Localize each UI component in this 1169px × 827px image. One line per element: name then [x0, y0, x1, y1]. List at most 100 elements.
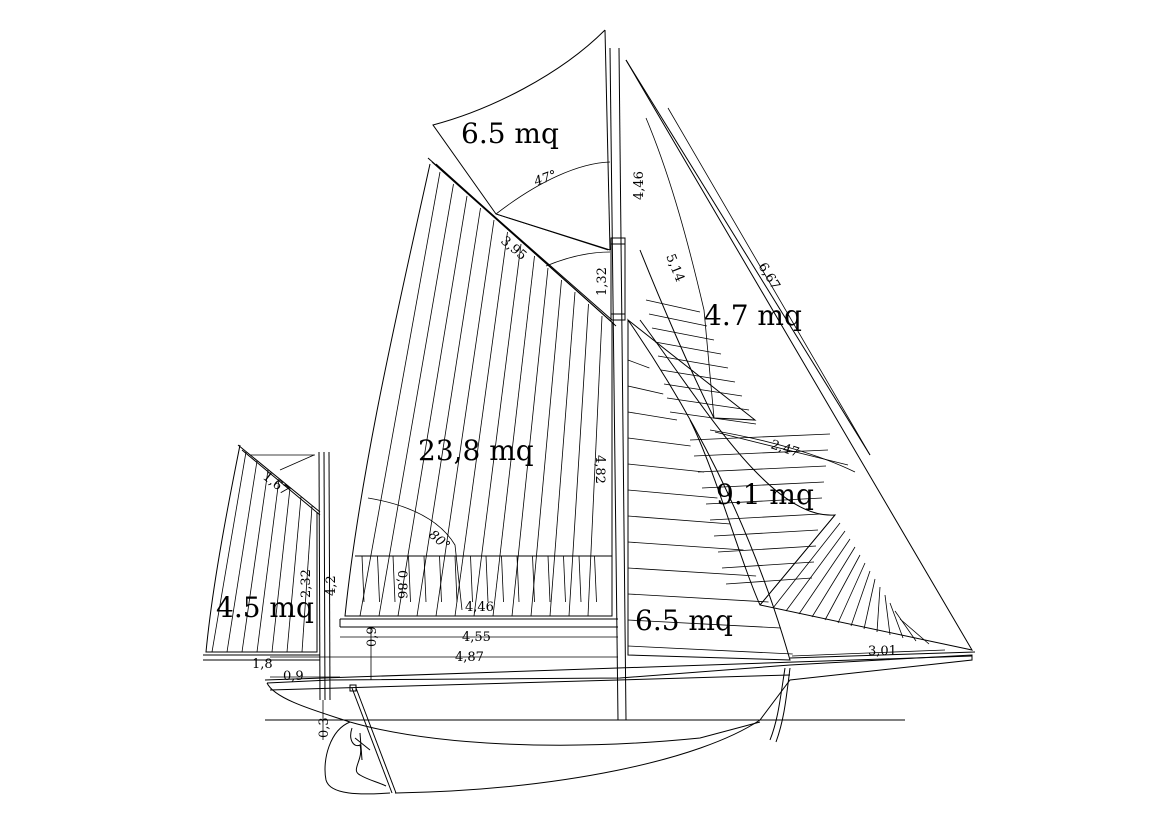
hatch-line — [301, 505, 313, 653]
jib — [625, 59, 974, 651]
hatch-line — [378, 183, 454, 617]
jib-foot-dimension: 2,47 — [769, 438, 801, 461]
hull — [264, 654, 973, 794]
hatch-line — [547, 555, 551, 603]
hatch-line — [713, 529, 819, 537]
hatch-line — [663, 383, 743, 397]
hatch-line — [894, 610, 917, 642]
hatch-line — [725, 577, 813, 585]
hatch-line — [530, 279, 562, 617]
hatch-line — [377, 555, 380, 603]
peak-angle-arc — [495, 161, 611, 267]
hatch-line — [798, 538, 851, 615]
hatch-line — [578, 555, 582, 603]
hatch-line — [408, 555, 411, 603]
rudder-dimension: 0,3 — [317, 717, 332, 738]
hatch-line — [594, 555, 597, 603]
topsail — [432, 29, 611, 251]
hatch-line — [454, 231, 508, 617]
hatch-line — [627, 463, 705, 473]
main-foot-inner-dimension: 4,46 — [465, 600, 494, 615]
main-length-dimension: 4,87 — [455, 650, 484, 665]
hatch-line — [549, 291, 576, 617]
hatch-line — [627, 385, 664, 395]
hatch-line — [397, 195, 468, 617]
hatch-line — [899, 618, 930, 645]
hatch-line — [689, 433, 831, 441]
hatch-line — [627, 593, 769, 603]
jib-area-label: 9.1 mq — [716, 478, 814, 511]
hatch-line — [568, 303, 589, 617]
mizzen-mast — [318, 451, 331, 701]
hatch-line — [863, 578, 876, 630]
hatch-line — [271, 487, 291, 653]
mizzen-foot-dimension: 1,8 — [252, 657, 273, 672]
topmast-dimension: 4,46 — [632, 171, 647, 200]
hatch-line — [811, 546, 856, 618]
hatch-line — [697, 465, 827, 473]
hatch-line — [454, 555, 458, 603]
mainsail-area-label: 23,8 mq — [418, 434, 534, 467]
hatch-line — [785, 530, 846, 612]
hatch-line — [627, 437, 691, 447]
topsail-area-label: 6.5 mq — [461, 117, 559, 150]
hatch-line — [286, 496, 302, 653]
mizzen-sail — [203, 444, 321, 661]
hatch-line — [705, 497, 823, 505]
staysail — [627, 318, 793, 661]
hatch-line — [884, 594, 891, 636]
hatch-line — [211, 451, 247, 653]
hatch-line — [435, 219, 495, 617]
hatch-line — [693, 449, 829, 457]
hatch-line — [470, 555, 473, 603]
hatch-line — [627, 489, 718, 499]
boom-height-dimension: 0,86 — [394, 570, 409, 599]
hatch-line — [501, 555, 504, 603]
jib-topsail — [625, 59, 871, 456]
jib-luff-long-dimension: 6,67 — [755, 260, 783, 293]
bowsprit — [789, 651, 976, 659]
hatch-line — [654, 341, 722, 355]
boom-to-deck-dimension: 0,9 — [365, 626, 380, 647]
hounds-dimension: 1,32 — [595, 267, 610, 296]
hatch-line — [516, 555, 520, 603]
mizzen-deck-dimension: 0,9 — [283, 669, 304, 684]
hatch-line — [837, 562, 866, 624]
mizzen-luff-dimension: 2,32 — [299, 569, 314, 598]
gaff — [427, 157, 617, 327]
mainsail — [339, 163, 618, 628]
hatch-line — [627, 619, 781, 629]
hatch-line — [772, 522, 841, 609]
hatch-line — [423, 555, 427, 603]
mast-height-dimension: 4,82 — [592, 455, 607, 484]
hatch-line — [587, 315, 603, 617]
hatch-line — [651, 327, 715, 341]
gaff-dimension: 3,95 — [497, 234, 529, 264]
hatch-line — [824, 554, 861, 621]
hatch-line — [563, 555, 566, 603]
mizzen-mast-dimension: 4,2 — [324, 575, 339, 596]
hatch-line — [226, 460, 258, 653]
bowsprit-dimension: 3,01 — [868, 644, 897, 659]
hatch-line — [721, 561, 815, 569]
hatch-line — [627, 567, 757, 577]
hatch-line — [392, 555, 396, 603]
hatch-line — [709, 513, 821, 521]
hatch-line — [439, 555, 442, 603]
main-angle-arc — [367, 497, 463, 611]
hatch-line — [511, 267, 549, 617]
jib-luff-short-dimension: 5,14 — [662, 252, 687, 284]
hatch-line — [627, 541, 744, 551]
jib-dimension-lines — [645, 107, 946, 657]
hatch-line — [701, 481, 825, 489]
hatch-line — [660, 369, 736, 383]
hatch-line — [889, 602, 904, 639]
hatch-line — [361, 555, 365, 603]
hatch-line — [645, 299, 701, 313]
hatch-line — [473, 243, 522, 617]
staysail-area-label: 6.5 mq — [635, 604, 733, 637]
hatch-line — [669, 411, 757, 425]
hatch-line — [416, 207, 481, 617]
hatch-line — [657, 355, 729, 369]
